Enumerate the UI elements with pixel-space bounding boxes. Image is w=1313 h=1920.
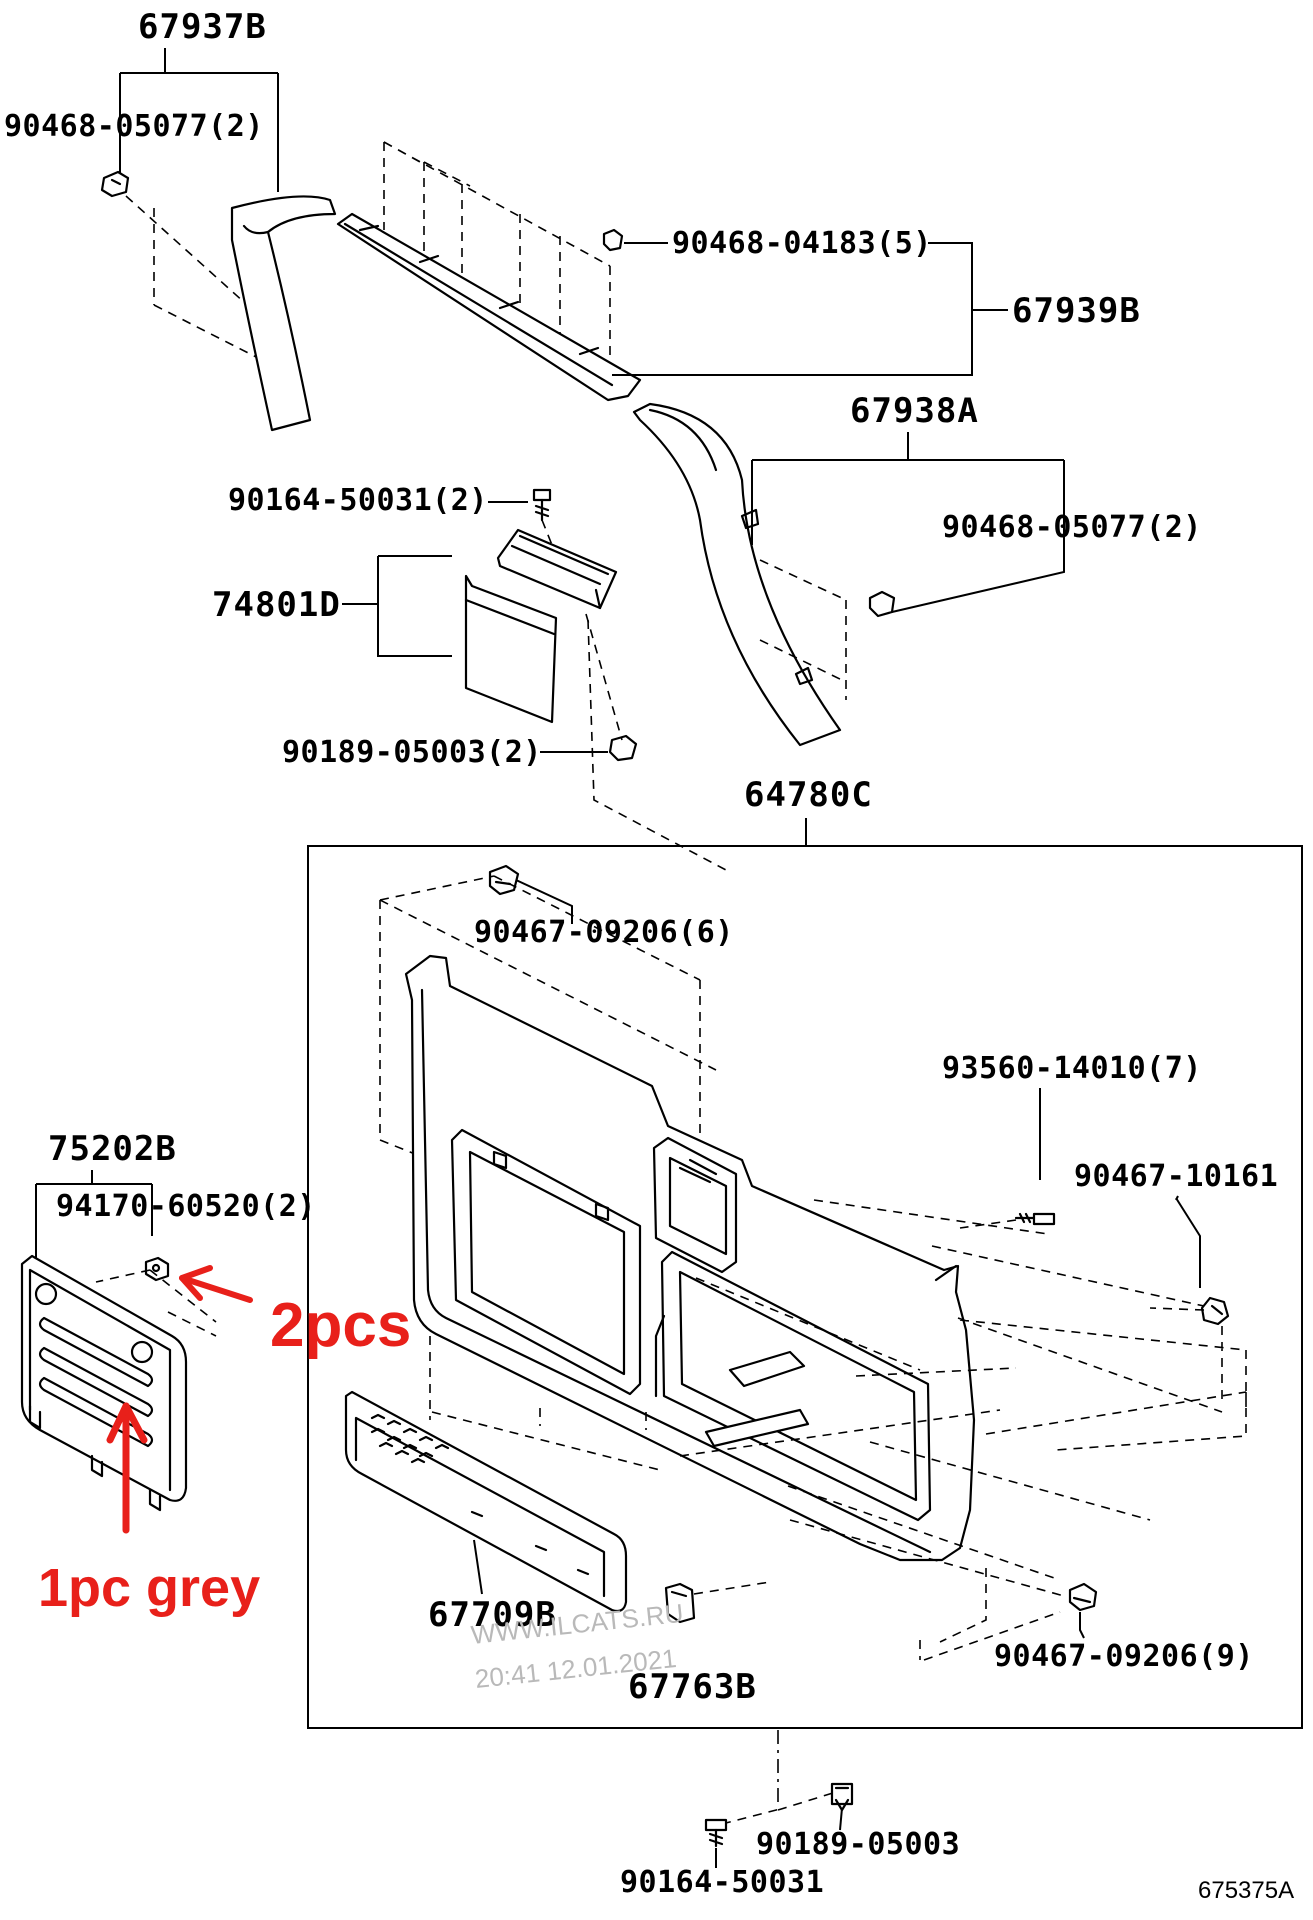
label-90468-04183: 90468-04183(5) — [672, 226, 932, 261]
annotation-1pc-grey: 1pc grey — [38, 1558, 260, 1618]
group-67939B: 90468-04183(5) 67939B — [336, 141, 1141, 402]
header-trim-67939B — [336, 212, 642, 402]
label-67937B: 67937B — [138, 7, 267, 47]
assembly-box-64780C — [307, 845, 1303, 1729]
clip-90189-05003-bottom-icon — [830, 1782, 854, 1812]
label-67763B: 67763B — [628, 1667, 757, 1707]
label-74801D: 74801D — [212, 585, 341, 625]
nut-94170-60520-icon — [144, 1256, 170, 1282]
clip-90468-04183-icon — [602, 228, 624, 252]
clip-90467-10161-icon — [1200, 1296, 1230, 1326]
group-bottom-fasteners: 90189-05003 90164-50031 675375A — [620, 1730, 1294, 1904]
red-annotations: 2pcs 1pc grey — [38, 1265, 411, 1618]
handle-upper — [728, 1350, 806, 1388]
label-75202B: 75202B — [48, 1129, 177, 1169]
bracket-67763B-icon — [664, 1582, 696, 1624]
pillar-trim-67937B — [230, 195, 337, 432]
group-74801D: 90164-50031(2) 74801D 90189-05003(2) — [212, 483, 727, 871]
clip-90467-09206-6-icon — [488, 864, 520, 896]
label-90468-05077-right: 90468-05077(2) — [942, 510, 1202, 545]
clip-90467-09206-9-icon — [1068, 1582, 1098, 1612]
label-90164-50031-top: 90164-50031(2) — [228, 483, 488, 518]
screw-90164-50031-bottom-icon — [704, 1818, 728, 1848]
label-94170-60520: 94170-60520(2) — [56, 1189, 316, 1224]
label-90467-09206-9: 90467-09206(9) — [994, 1639, 1254, 1674]
label-93560-14010: 93560-14010(7) — [942, 1051, 1202, 1086]
label-90189-05003-top: 90189-05003(2) — [282, 735, 542, 770]
lens-cover-74801D — [464, 574, 558, 724]
group-67938A: 67938A 90468-05077(2) — [632, 391, 1202, 747]
handle-lower — [704, 1408, 810, 1448]
label-67939B: 67939B — [1012, 291, 1141, 331]
label-90164-50031-bottom: 90164-50031 — [620, 1865, 824, 1900]
arrow-2pcs-icon — [179, 1275, 253, 1303]
grille-vents — [370, 1413, 450, 1464]
label-90189-05003-bottom: 90189-05003 — [756, 1827, 960, 1862]
label-90467-10161: 90467-10161 — [1074, 1159, 1278, 1194]
diagram-reference-number: 675375A — [1198, 1877, 1294, 1904]
screw-90164-50031-icon — [532, 488, 552, 522]
label-64780C: 64780C — [744, 775, 873, 815]
group-67937B: 67937B 90468-05077(2) — [4, 7, 337, 432]
lamp-housing-74801D — [496, 528, 618, 610]
screw-93560-14010-icon — [1014, 1212, 1056, 1226]
lamp-recess — [652, 1136, 738, 1274]
label-90468-05077-top: 90468-05077(2) — [4, 109, 264, 144]
annotation-2pcs: 2pcs — [270, 1291, 411, 1360]
group-64780C: 64780C 90467-09206(6) — [307, 775, 1303, 1729]
clip-90468-05077-icon — [100, 170, 130, 198]
label-90467-09206-6: 90467-09206(6) — [474, 915, 734, 950]
clip-90189-05003-top-icon — [608, 734, 638, 762]
window-left-opening — [450, 1128, 642, 1396]
label-67709B: 67709B — [428, 1595, 557, 1635]
pillar-trim-67938A — [632, 402, 842, 747]
window-right-opening — [660, 1250, 932, 1522]
clip-90468-05077-right-icon — [868, 590, 896, 618]
lower-grille-67709B — [344, 1390, 628, 1613]
label-67938A: 67938A — [850, 391, 979, 431]
door-trim-panel-64780C — [404, 954, 976, 1562]
